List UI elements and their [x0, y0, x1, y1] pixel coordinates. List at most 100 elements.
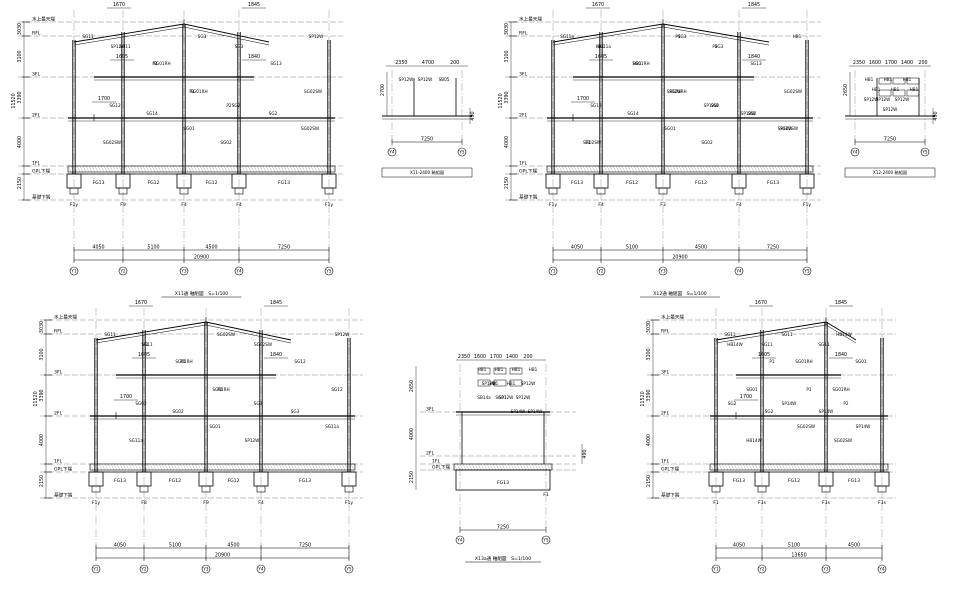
level-label: RFL	[661, 329, 670, 335]
hatch-line	[552, 165, 557, 173]
hatch-line	[772, 463, 777, 471]
member-label: SG11	[818, 342, 830, 347]
hatch-line	[146, 463, 151, 471]
footing-beam-label: FG13	[767, 180, 779, 186]
member-label: SG01RH	[212, 387, 229, 392]
member-label: SG02SW	[301, 126, 319, 131]
hatch-line	[254, 463, 259, 471]
hatch-line	[480, 463, 485, 471]
hatch-line	[347, 463, 352, 471]
hatch-line	[462, 463, 467, 471]
hatch-line	[247, 165, 252, 173]
hatch-line	[206, 463, 211, 471]
hatch-line	[167, 463, 172, 471]
footing-label: F1y	[803, 202, 812, 208]
dim-text: 2150	[39, 475, 45, 487]
level-label: 3FL	[519, 72, 528, 78]
dim-total: 20900	[194, 255, 209, 261]
member-label: SP14W	[782, 401, 797, 406]
hatch-line	[121, 165, 126, 173]
axis-label: Y5	[458, 150, 465, 155]
member-label: SP12W	[667, 89, 682, 94]
axis-bubble	[256, 564, 266, 574]
line-work	[18, 7, 936, 574]
hatch-line	[196, 165, 201, 173]
hatch-line	[486, 463, 491, 471]
footing-beam-label: FG13	[299, 478, 311, 484]
hatch-line	[176, 463, 181, 471]
dim-text: 1840	[270, 352, 282, 358]
member-label: SP12W	[895, 97, 910, 102]
hatch-line	[299, 463, 304, 471]
hatch-line	[546, 463, 551, 471]
hatch-line	[142, 165, 147, 173]
level-label: 2FL	[32, 113, 41, 119]
dim-text: 5100	[147, 245, 159, 251]
member-label: SG2	[711, 103, 720, 108]
hatch-line	[645, 165, 650, 173]
member-label: HB1	[529, 367, 538, 372]
hatch-line	[295, 165, 300, 173]
hatch-line	[804, 165, 809, 173]
footing-base	[548, 187, 558, 195]
level-label: 1FL	[54, 459, 63, 465]
hatch-line	[182, 463, 187, 471]
hatch-line	[762, 165, 767, 173]
hatch-line	[143, 463, 148, 471]
member-label: SG3	[198, 34, 207, 39]
hatch-line	[164, 463, 169, 471]
hatch-line	[865, 463, 870, 471]
footing-label: F8	[141, 500, 147, 506]
hatch-line	[169, 165, 174, 173]
member-label: P1	[152, 61, 158, 66]
header-beam	[906, 77, 920, 85]
member-label: SG01RH	[153, 61, 170, 66]
hatch-line	[106, 165, 111, 173]
roof-line	[715, 321, 857, 341]
hatch-line	[630, 165, 635, 173]
hatch-line	[783, 165, 788, 173]
member-label: SP12W	[499, 395, 514, 400]
drawing-title: X11-2400 軸組図	[410, 169, 444, 176]
hatch-line	[154, 165, 159, 173]
footing-beam-label: FG13	[114, 478, 126, 484]
dim-text: 1845	[270, 300, 282, 306]
hatch-line	[233, 463, 238, 471]
hatch-line	[528, 463, 533, 471]
hatch-line	[341, 463, 346, 471]
member-label: SG02SW	[780, 126, 798, 131]
hatch-line	[331, 165, 336, 173]
hatch-line	[811, 463, 816, 471]
footing-beam-label: FG12	[695, 180, 707, 186]
member-label: P1	[143, 342, 149, 347]
hatch-line	[211, 165, 216, 173]
member-label: SG02SW	[797, 424, 815, 429]
hatch-line	[310, 165, 315, 173]
dim-text: 3030	[646, 321, 652, 333]
member-label: HB1	[872, 87, 881, 92]
hatch-line	[730, 463, 735, 471]
member-label: SG2	[748, 111, 757, 116]
hatch-line	[128, 463, 133, 471]
dim-text: 1400	[901, 60, 913, 66]
level-label: 基礎下端	[661, 492, 680, 499]
hatch-line	[350, 463, 355, 471]
hatch-line	[717, 165, 722, 173]
dim-text: 1845	[835, 300, 847, 306]
hatch-line	[615, 165, 620, 173]
hatch-line	[789, 165, 794, 173]
hatch-line	[771, 165, 776, 173]
axis-bubble	[596, 266, 606, 276]
hatch-line	[161, 463, 166, 471]
member-label: SP12W	[516, 395, 531, 400]
axis-bubble	[324, 266, 334, 276]
hatch-line	[714, 165, 719, 173]
axis-label: Y4	[388, 150, 395, 155]
hatch-line	[519, 463, 524, 471]
hatch-line	[208, 165, 213, 173]
footing-base	[234, 187, 244, 195]
axis-label: Y2	[119, 269, 126, 274]
dim-text: 4000	[17, 136, 23, 148]
hatch-line	[166, 165, 171, 173]
hatch-line	[829, 463, 834, 471]
